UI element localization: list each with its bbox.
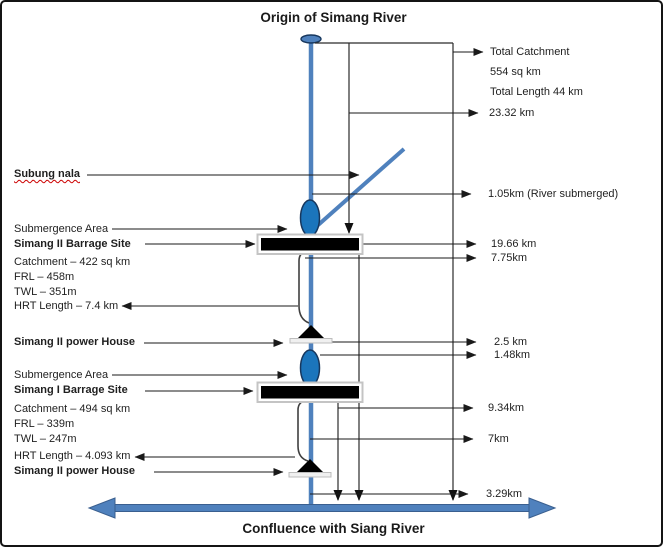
label-dist-23-32km: 23.32 km (489, 107, 535, 119)
label-frl-upper: FRL – 458m (14, 271, 75, 283)
label-total-catchment-value: 554 sq km (490, 66, 541, 78)
label-hrt-length-upper: HRT Length – 7.4 km (14, 300, 119, 312)
siang-river-left-arrowhead (87, 497, 116, 519)
label-dist-1-05km: 1.05km (River submerged) (488, 188, 619, 200)
label-twl-lower: TWL – 247m (14, 433, 77, 445)
subung-nala-tributary (315, 147, 406, 228)
submergence-area-upper-shape (299, 199, 321, 237)
label-simang1-barrage-site: Simang I Barrage Site (14, 384, 128, 396)
label-dist-9-34km: 9.34km (488, 402, 525, 414)
origin-point-marker (300, 34, 322, 44)
siang-river-horizontal (109, 504, 539, 512)
hrt-tunnel-upper (298, 250, 310, 324)
label-twl-upper: TWL – 351m (14, 286, 77, 298)
simang1-barrage-bar (261, 386, 359, 399)
label-total-length: Total Length 44 km (490, 86, 583, 98)
powerhouse-lower-platform (288, 472, 332, 478)
label-frl-lower: FRL – 339m (14, 418, 75, 430)
submergence-area-lower-shape (299, 349, 321, 387)
hrt-tunnel-lower (297, 399, 309, 462)
label-submergence-area-upper: Submergence Area (14, 223, 109, 235)
label-dist-2-5km: 2.5 km (494, 336, 528, 348)
label-dist-7km: 7km (488, 433, 509, 445)
label-hrt-length-lower: HRT Length – 4.093 km (14, 450, 131, 462)
label-subung-nala: Subung nala (14, 168, 80, 180)
label-total-catchment: Total Catchment (490, 46, 570, 58)
label-simang2-powerhouse-lower: Simang II power House (14, 465, 136, 477)
label-catchment-upper: Catchment – 422 sq km (14, 256, 131, 268)
label-simang2-barrage-site: Simang II Barrage Site (14, 238, 131, 250)
label-dist-3-29km: 3.29km (486, 488, 523, 500)
title-confluence: Confluence with Siang River (242, 521, 425, 536)
title-origin: Origin of Simang River (260, 10, 407, 25)
powerhouse-upper-platform (289, 338, 333, 344)
label-submergence-area-lower: Submergence Area (14, 369, 109, 381)
label-dist-19-66km: 19.66 km (491, 238, 537, 250)
simang2-barrage-bar (261, 238, 359, 251)
label-dist-1-48km: 1.48km (494, 349, 531, 361)
siang-river-right-arrowhead (528, 497, 557, 519)
label-catchment-lower: Catchment – 494 sq km (14, 403, 131, 415)
label-dist-7-75km: 7.75km (491, 252, 528, 264)
powerhouse-upper-triangle (298, 325, 324, 338)
label-simang2-powerhouse-upper: Simang II power House (14, 336, 136, 348)
powerhouse-lower-triangle (297, 459, 323, 472)
